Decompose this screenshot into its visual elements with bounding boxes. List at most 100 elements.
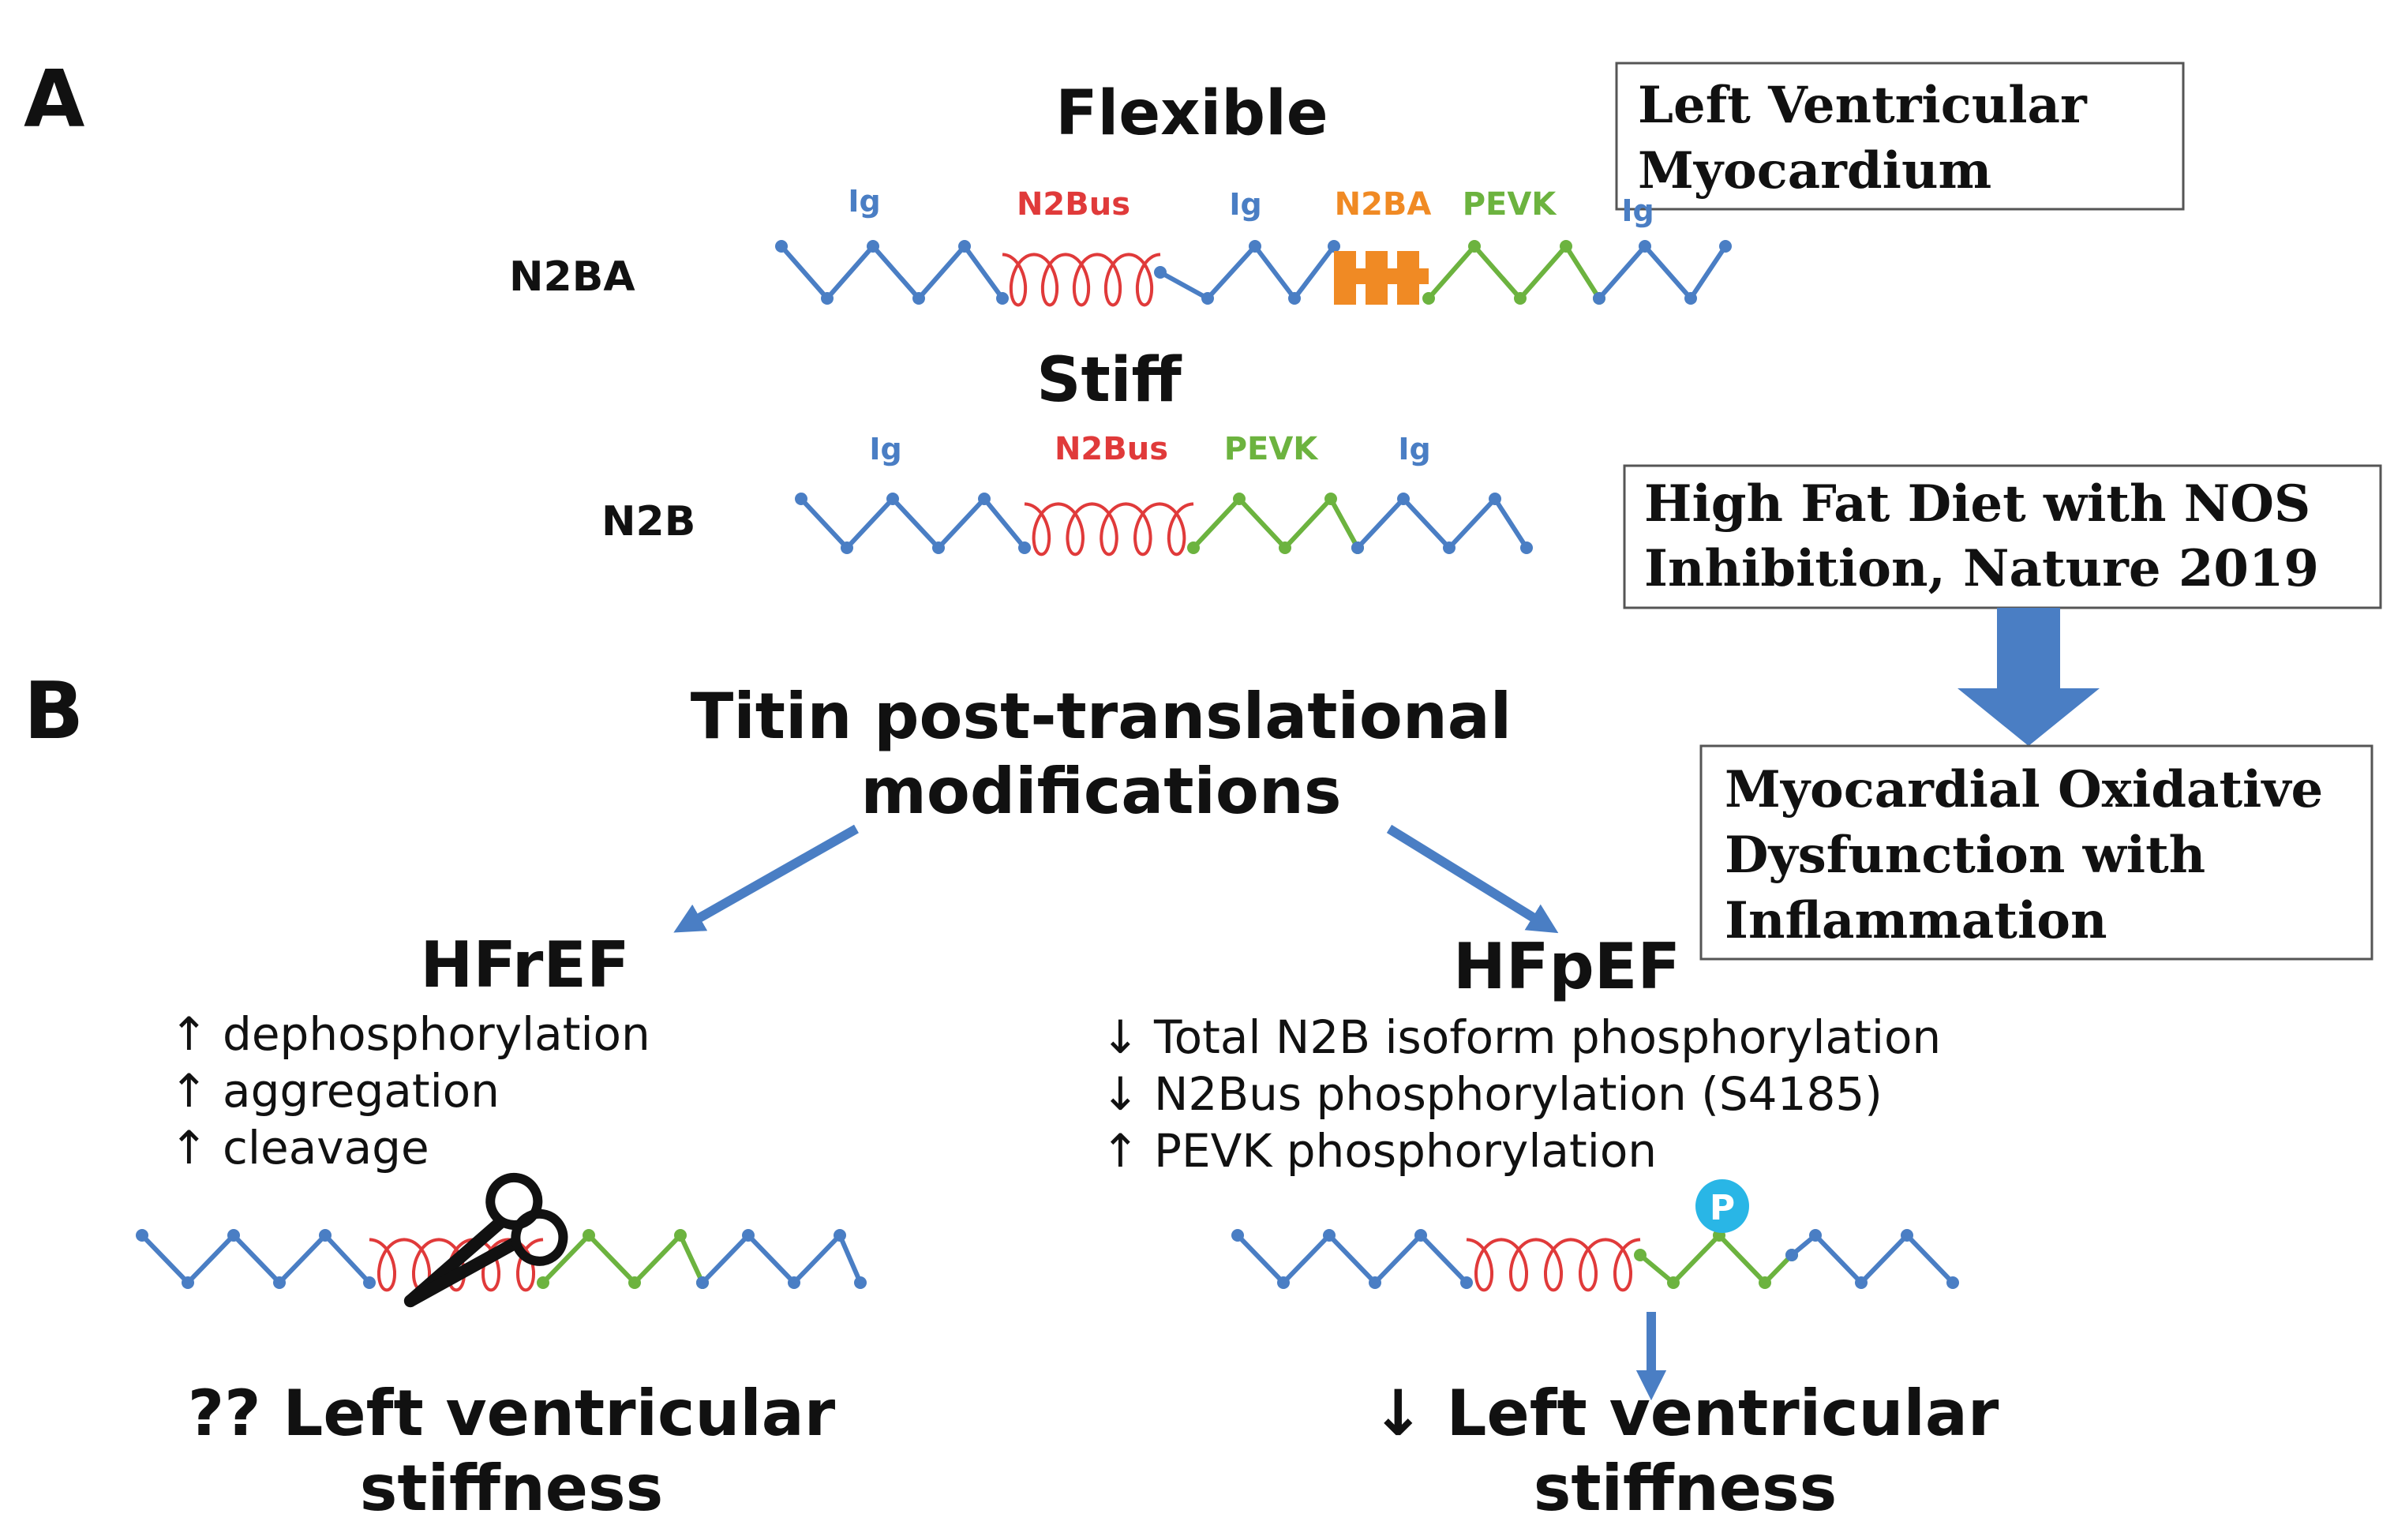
strand-vertex-dot bbox=[1719, 240, 1732, 253]
strand-vertex-dots bbox=[696, 1229, 867, 1289]
arrow-to-hfpef bbox=[1386, 824, 1559, 934]
hfpef-titin-strand bbox=[1231, 1229, 1959, 1292]
strand-vertex-dot bbox=[1328, 240, 1340, 253]
lv-box-line2: Myocardium bbox=[1638, 141, 1991, 200]
n2b-label-pevk: PEVK bbox=[1224, 431, 1320, 467]
strand-vertex-dot bbox=[1279, 541, 1291, 554]
strand-vertex-dot bbox=[996, 292, 1009, 305]
strand-vertex-dot bbox=[1560, 240, 1572, 253]
strand-vertex-dot bbox=[1639, 240, 1651, 253]
strand-vertex-dots bbox=[1785, 1229, 1959, 1289]
n2b-ig-segment-2 bbox=[1355, 496, 1529, 550]
oxidative-box-line2: Dysfunction with bbox=[1725, 826, 2205, 885]
n2b-titin-strand bbox=[795, 493, 1533, 556]
hfref-outcome-line2: stiffness bbox=[360, 1452, 664, 1525]
n2ba-titin-strand bbox=[775, 240, 1732, 307]
strand-vertex-dot bbox=[1422, 292, 1435, 305]
high-fat-diet-box: High Fat Diet with NOS Inhibition, Natur… bbox=[1623, 464, 2382, 609]
diet-box-line2: Inhibition, Nature 2019 bbox=[1644, 539, 2319, 598]
panel-b-title-line2: modifications bbox=[861, 755, 1342, 828]
n2ba-label-n2ba: N2BA bbox=[1335, 186, 1432, 223]
n2ba-unique-sequence-blocks bbox=[1334, 251, 1429, 305]
n2b-ig-segment-1 bbox=[799, 496, 1027, 550]
arrow-to-hfref bbox=[673, 824, 859, 933]
hfref-item-3: ↑ cleavage bbox=[170, 1121, 429, 1175]
n2ba-label-pevk: PEVK bbox=[1463, 186, 1558, 223]
strand-vertex-dot bbox=[912, 292, 925, 305]
hfpef-outcome-line2: stiffness bbox=[1534, 1452, 1838, 1525]
strand-vertex-dot bbox=[1520, 541, 1533, 554]
strand-vertex-dot bbox=[1809, 1229, 1822, 1242]
hfpef-outcome-line1: ↓ Left ventricular bbox=[1372, 1377, 1999, 1450]
strand-vertex-dots bbox=[1634, 1229, 1798, 1289]
strand-vertex-dot bbox=[182, 1276, 194, 1289]
strand-vertex-dot bbox=[1514, 292, 1527, 305]
strand-vertex-dots bbox=[1351, 493, 1533, 554]
strand-vertex-dot bbox=[1468, 240, 1481, 253]
strand-vertex-dot bbox=[775, 240, 788, 253]
scissors-icon bbox=[403, 1172, 568, 1308]
strand-vertex-dot bbox=[1759, 1276, 1771, 1289]
phosphate-badge-icon: P bbox=[1695, 1179, 1749, 1233]
strand-vertex-dot bbox=[1288, 292, 1301, 305]
panel-b-title-line1: Titin post-translational bbox=[691, 680, 1512, 753]
hfpef-title: HFpEF bbox=[1453, 930, 1680, 1003]
left-ventricular-box: Left Ventricular Myocardium bbox=[1615, 62, 2185, 211]
strand-vertex-dot bbox=[1018, 541, 1031, 554]
strand-vertex-dot bbox=[1785, 1249, 1798, 1261]
n2ba-ig-segment-2 bbox=[1159, 244, 1336, 301]
strand-vertex-dots bbox=[1231, 1229, 1473, 1289]
n2ba-label-ig-1: Ig bbox=[848, 184, 880, 219]
strand-vertex-dot bbox=[674, 1229, 687, 1242]
strand-vertex-dot bbox=[1667, 1276, 1680, 1289]
down-block-arrow bbox=[1958, 608, 2100, 746]
hfpef-item-1: ↓ Total N2B isoform phosphorylation bbox=[1101, 1010, 1941, 1064]
hfpef-n2bus-coil bbox=[1466, 1238, 1641, 1292]
strand-vertex-dot bbox=[1855, 1276, 1868, 1289]
n2ba-label-n2bus: N2Bus bbox=[1017, 186, 1130, 223]
strand-vertex-dot bbox=[1323, 1229, 1336, 1242]
strand-vertex-dot bbox=[1443, 541, 1456, 554]
strand-vertex-dot bbox=[136, 1229, 148, 1242]
strand-vertex-dot bbox=[1369, 1276, 1381, 1289]
diet-box-line1: High Fat Diet with NOS bbox=[1644, 474, 2310, 534]
strand-vertex-dots bbox=[795, 493, 1031, 554]
strand-vertex-dot bbox=[1901, 1229, 1913, 1242]
strand-vertex-dot bbox=[1634, 1249, 1647, 1261]
lv-box-line1: Left Ventricular bbox=[1638, 76, 2088, 135]
stiff-title: Stiff bbox=[1036, 345, 1182, 416]
strand-vertex-dot bbox=[788, 1276, 800, 1289]
n2ba-ig-segment-3 bbox=[1597, 244, 1728, 301]
hfpef-pevk-segment bbox=[1639, 1233, 1794, 1285]
hfref-n2bus-coil bbox=[369, 1238, 544, 1292]
hfref-outcome-line1: ?? Left ventricular bbox=[188, 1377, 836, 1450]
hfref-titin-strand bbox=[136, 1229, 867, 1292]
n2ba-n2bus-coil bbox=[1002, 253, 1161, 307]
strand-vertex-dot bbox=[537, 1276, 549, 1289]
strand-vertex-dot bbox=[1231, 1229, 1244, 1242]
n2ba-label-ig-2: Ig bbox=[1229, 187, 1261, 222]
strand-vertex-dot bbox=[795, 493, 807, 505]
strand-vertex-dot bbox=[854, 1276, 867, 1289]
strand-vertex-dot bbox=[628, 1276, 641, 1289]
strand-vertex-dot bbox=[227, 1229, 240, 1242]
strand-vertex-dot bbox=[1593, 292, 1605, 305]
strand-vertex-dot bbox=[841, 541, 853, 554]
strand-vertex-dot bbox=[1351, 541, 1364, 554]
hfpef-ig-segment-2 bbox=[1790, 1233, 1955, 1285]
strand-vertex-dot bbox=[821, 292, 834, 305]
strand-vertex-dot bbox=[1201, 292, 1214, 305]
n2ba-ig-segment-1 bbox=[779, 244, 1005, 301]
strand-vertex-dot bbox=[978, 493, 991, 505]
strand-vertex-dot bbox=[867, 240, 879, 253]
hfpef-item-2: ↓ N2Bus phosphorylation (S4185) bbox=[1101, 1067, 1883, 1121]
n2ba-label-ig-3: Ig bbox=[1621, 193, 1654, 228]
strand-vertex-dots bbox=[136, 1229, 376, 1289]
flexible-title: Flexible bbox=[1055, 78, 1328, 149]
strand-vertex-dot bbox=[742, 1229, 755, 1242]
phosphate-badge-label: P bbox=[1710, 1188, 1735, 1228]
n2b-n2bus-coil bbox=[1024, 502, 1194, 556]
panel-b-label: B bbox=[24, 665, 84, 757]
strand-vertex-dots bbox=[1154, 240, 1340, 305]
